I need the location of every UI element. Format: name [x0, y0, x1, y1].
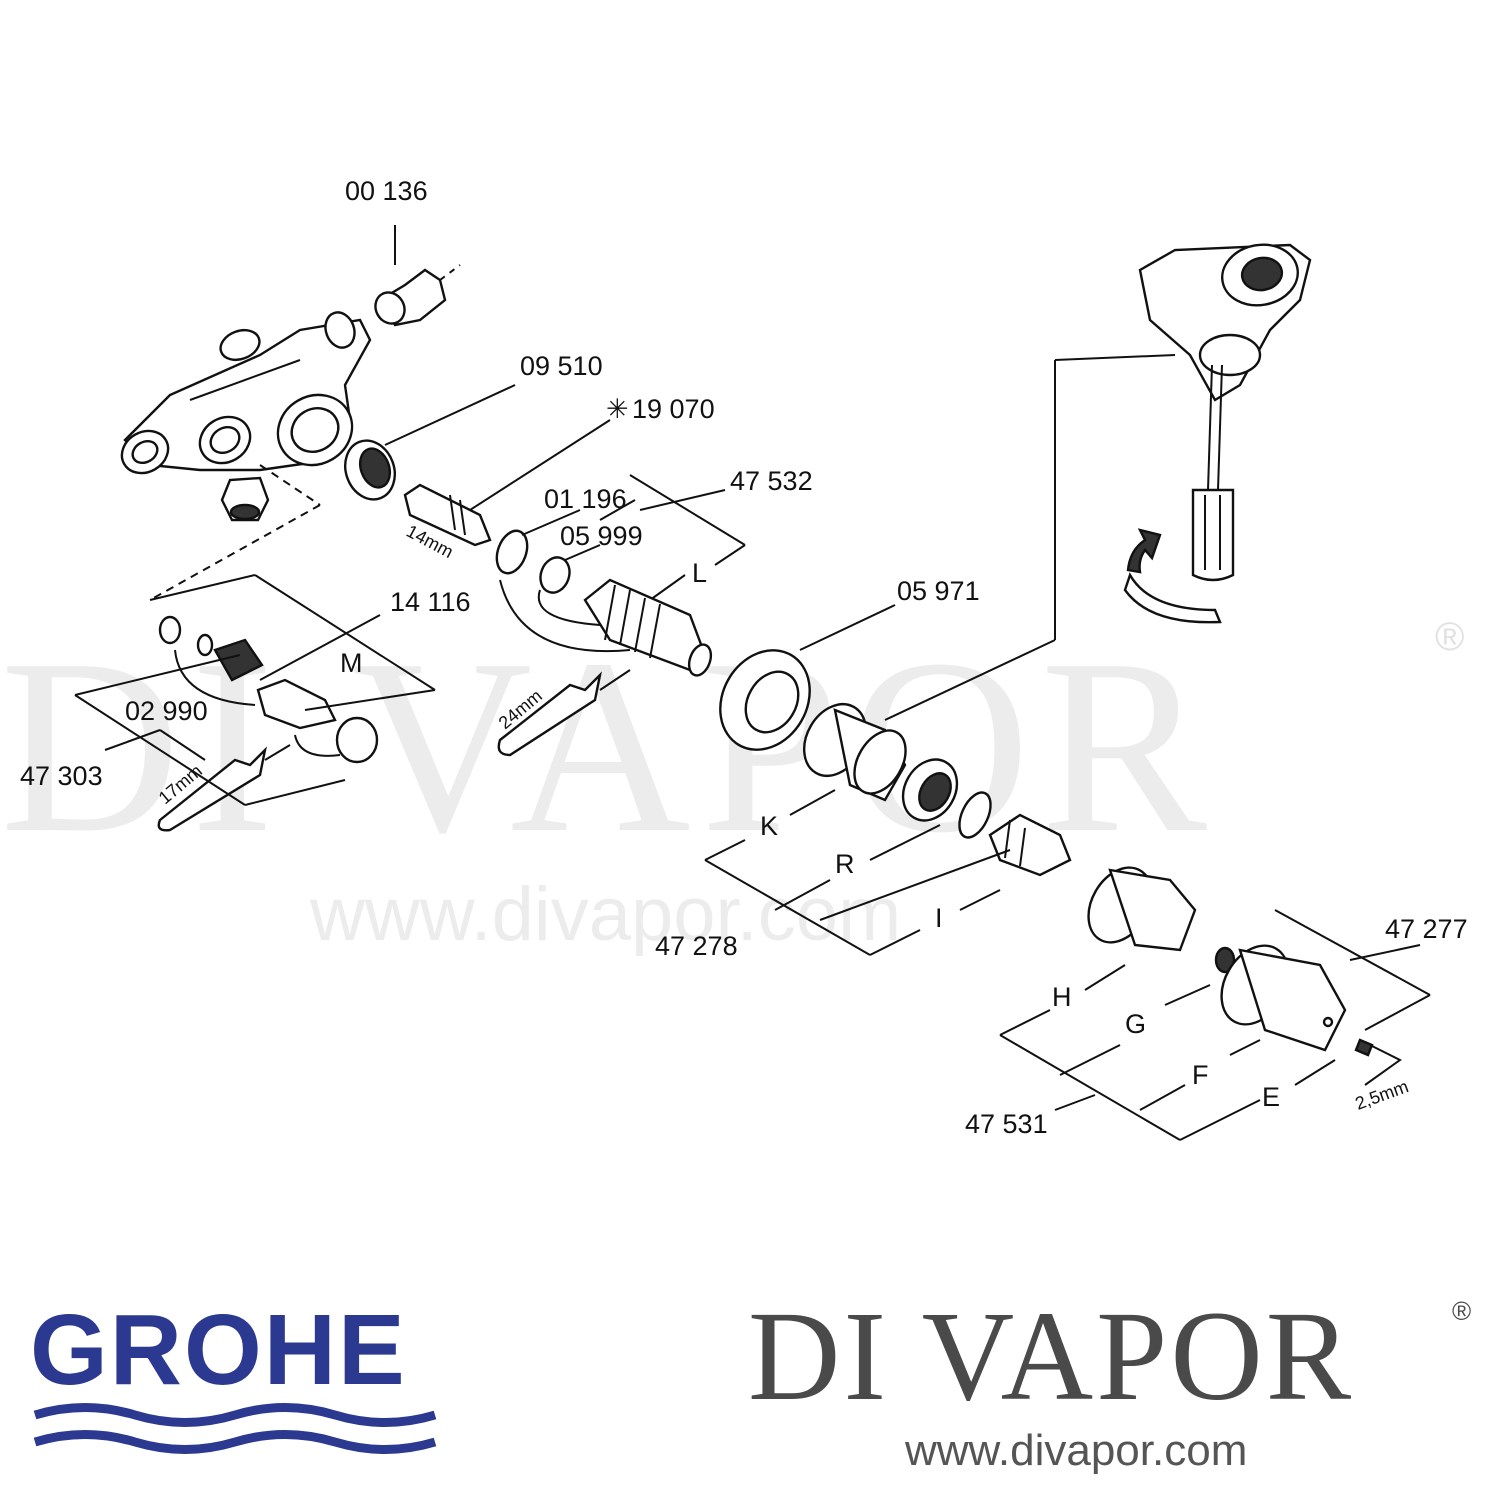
divapor-wordmark: DI VAPOR [748, 1285, 1355, 1427]
part-E-grubscrew [1354, 1038, 1402, 1086]
o-ring-I [958, 791, 992, 839]
label-00136: 00 136 [345, 176, 428, 206]
label-M: M [340, 648, 363, 678]
label-R: R [835, 849, 855, 879]
filter-mesh [213, 638, 264, 682]
label-I: I [935, 903, 943, 933]
grohe-wordmark: GROHE [30, 1294, 407, 1406]
part-05971-ring [719, 604, 896, 751]
divapor-url: www.divapor.com [905, 1426, 1248, 1475]
part-F-handle [1220, 944, 1347, 1052]
label-09510: 09 510 [520, 351, 603, 381]
label-19070-mark: ✳ [606, 394, 629, 424]
part-H-stop-ring [1087, 866, 1197, 952]
label-05971: 05 971 [897, 576, 980, 606]
part-M-o-ring [335, 716, 379, 764]
label-14116: 14 116 [390, 587, 471, 617]
part-R-ring [901, 758, 959, 822]
bracket-47303 [74, 574, 436, 806]
spanner-24mm [497, 669, 631, 757]
label-47532: 47 532 [730, 466, 813, 496]
bracket-47278 [704, 789, 1011, 956]
bracket-47531 [999, 909, 1431, 1141]
part-M-valve-insert [256, 678, 337, 730]
label-47303: 47 303 [20, 761, 103, 791]
bracket-47532 [599, 474, 746, 601]
label-G: G [1125, 1009, 1146, 1039]
label-19070: 19 070 [632, 394, 715, 424]
valve-body [120, 311, 372, 475]
label-K: K [760, 811, 778, 841]
part-G-screw [1214, 946, 1236, 974]
spanner-17mm [157, 744, 291, 832]
part-09510-seat [344, 384, 516, 501]
part-I-extension [988, 813, 1072, 877]
label-01196: 01 196 [544, 484, 627, 514]
label-47531: 47 531 [965, 1109, 1048, 1139]
grohe-logo: GROHE [30, 1300, 450, 1470]
part-00136-fitting [374, 225, 461, 327]
label-47278: 47 278 [655, 931, 738, 961]
grohe-waves-icon [33, 1403, 437, 1454]
label-05999: 05 999 [560, 521, 643, 551]
inset-screwdriver-detail [1054, 243, 1312, 640]
part-L-cartridge [499, 578, 713, 677]
part-19070-spindle [403, 419, 611, 547]
part-M-group [158, 615, 379, 764]
part-K-adapter [802, 639, 1056, 802]
part-02990-o-ring [196, 633, 214, 657]
label-E: E [1262, 1082, 1280, 1112]
label-L: L [692, 558, 707, 588]
label-H: H [1052, 982, 1072, 1012]
check-valve-insert [149, 464, 321, 601]
part-01196-o-ring [495, 529, 529, 575]
label-F: F [1192, 1060, 1209, 1090]
watermark-url: www.divapor.com [309, 872, 901, 957]
part-47303-o-ring [158, 615, 182, 645]
divapor-registered-mark: ® [1452, 1296, 1472, 1326]
watermark-reg: ® [1435, 615, 1464, 659]
label-47277: 47 277 [1385, 914, 1468, 944]
label-02990: 02 990 [125, 696, 208, 726]
part-05999-o-ring [539, 556, 571, 594]
label-2-5mm: 2,5mm [1353, 1076, 1412, 1114]
